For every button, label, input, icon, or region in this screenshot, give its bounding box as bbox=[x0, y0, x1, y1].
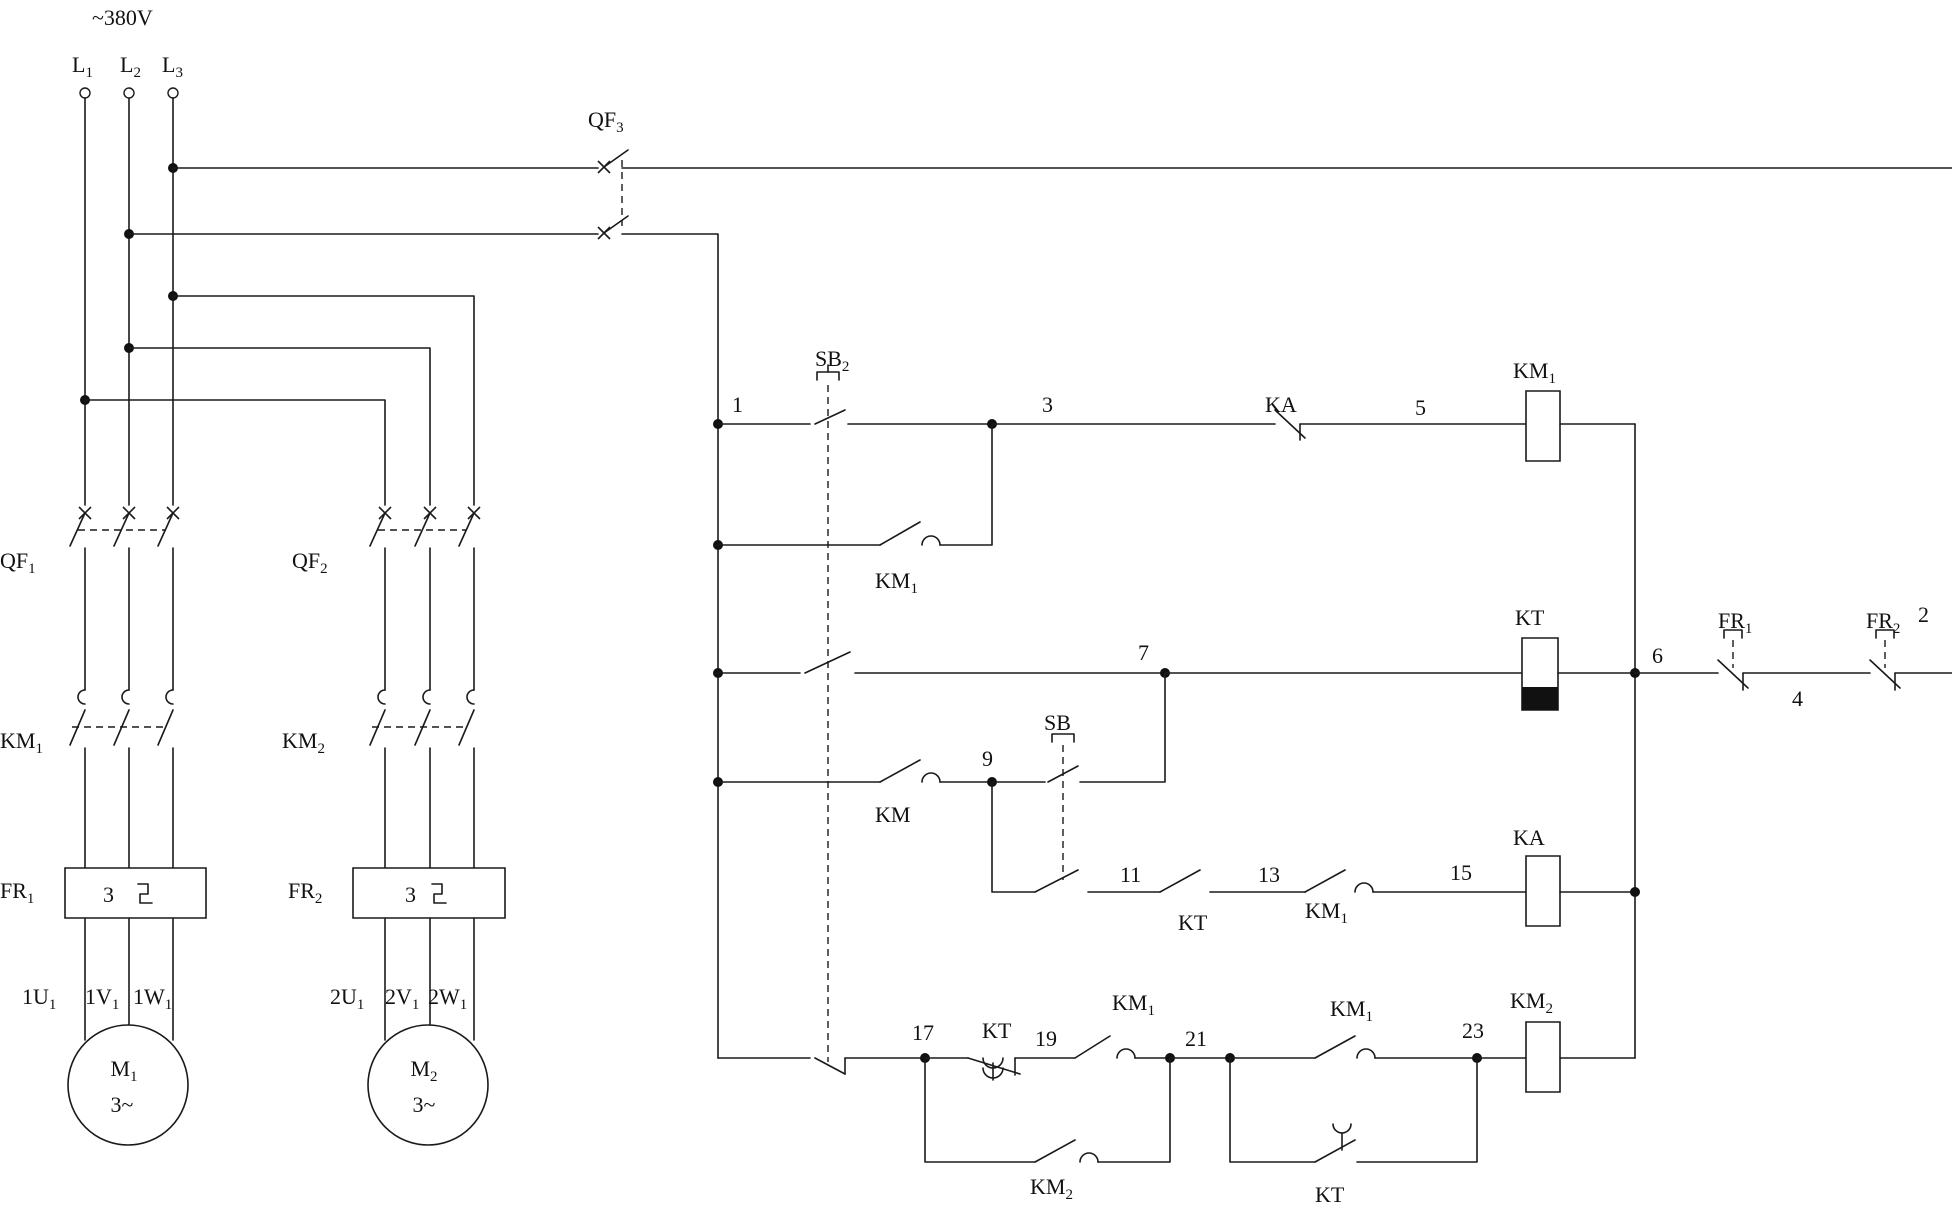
km2-contact bbox=[1035, 1140, 1075, 1162]
node-4: 4 bbox=[1792, 686, 1803, 711]
km1-coil bbox=[1526, 391, 1560, 461]
node-1: 1 bbox=[732, 392, 743, 417]
km-contact-label: KM bbox=[875, 802, 910, 827]
sb2-contact bbox=[815, 410, 845, 424]
qf2-breaker bbox=[370, 507, 480, 690]
fr1-thermal-relay: 3 bbox=[65, 868, 206, 1040]
l2-label: L2 bbox=[120, 52, 141, 81]
node-2: 2 bbox=[1918, 602, 1929, 627]
m2-term-v: 2V1 bbox=[385, 984, 419, 1013]
kt-contact-bottom-label: KT bbox=[1315, 1182, 1345, 1205]
kt-contact-bottom bbox=[1315, 1140, 1355, 1162]
qf3-breaker: QF3 bbox=[588, 107, 1952, 424]
node-17: 17 bbox=[912, 1020, 934, 1045]
m1-phase: 3~ bbox=[111, 1092, 134, 1117]
node-3: 3 bbox=[1042, 392, 1053, 417]
fr2-contact-label: FR2 bbox=[1866, 608, 1900, 637]
km2-main-contacts bbox=[370, 690, 474, 868]
fr2-thermal-relay: 3 bbox=[353, 868, 505, 1040]
km1-hold-contact bbox=[880, 522, 920, 545]
m2-phase: 3~ bbox=[413, 1092, 436, 1117]
fr1-contact-label: FR1 bbox=[1718, 608, 1752, 637]
km1-contact-row6a-label: KM1 bbox=[1112, 990, 1155, 1019]
motor-m1 bbox=[68, 1025, 188, 1145]
power-circuit: ~380V L1 L2 L3 bbox=[0, 5, 598, 1145]
qf3-label: QF3 bbox=[588, 107, 624, 136]
motor-m2 bbox=[368, 1025, 488, 1145]
m1-label: M1 bbox=[110, 1056, 137, 1085]
kt-contact-row5 bbox=[1160, 870, 1200, 892]
m2-feed-l3 bbox=[173, 296, 474, 505]
node-9: 9 bbox=[982, 746, 993, 771]
km1-main-label: KM1 bbox=[0, 728, 43, 757]
ka-coil bbox=[1526, 856, 1560, 926]
node-13: 13 bbox=[1258, 862, 1280, 887]
km-contact bbox=[880, 760, 920, 782]
sb-label: SB bbox=[1044, 710, 1071, 735]
l2-terminal bbox=[124, 88, 134, 98]
node-23: 23 bbox=[1462, 1018, 1484, 1043]
qf1-label: QF1 bbox=[0, 548, 36, 577]
control-hot-feed bbox=[622, 234, 718, 424]
m2-label: M2 bbox=[410, 1056, 437, 1085]
km1-contact-row5-label: KM1 bbox=[1305, 898, 1348, 927]
m1-term-v: 1V1 bbox=[85, 984, 119, 1013]
km1-hold-label: KM1 bbox=[875, 568, 918, 597]
node-21: 21 bbox=[1185, 1026, 1207, 1051]
sb2-button-cap bbox=[817, 372, 839, 380]
supply-voltage-label: ~380V bbox=[92, 5, 153, 30]
km1-coil-label: KM1 bbox=[1513, 358, 1556, 387]
km1-main-contacts bbox=[70, 690, 173, 868]
l1-terminal bbox=[80, 88, 90, 98]
kt-contact-row5-label: KT bbox=[1178, 910, 1208, 935]
kt-contact-row6-label: KT bbox=[982, 1018, 1012, 1043]
kt-contact-row6 bbox=[968, 1058, 1020, 1074]
m2-feed-l2 bbox=[129, 348, 430, 505]
qf1-breaker bbox=[70, 507, 179, 690]
node-5: 5 bbox=[1415, 395, 1426, 420]
node-11: 11 bbox=[1120, 862, 1141, 887]
control-circuit: 1 SB2 3 KA 5 KM1 KM1 7 KT bbox=[713, 346, 1952, 1205]
km2-coil-label: KM2 bbox=[1510, 988, 1553, 1017]
l3-label: L3 bbox=[162, 52, 183, 81]
km1-contact-row6a bbox=[1075, 1036, 1110, 1058]
km1-contact-row6b-label: KM1 bbox=[1330, 996, 1373, 1025]
km2-main-label: KM2 bbox=[282, 728, 325, 757]
fr1-main-label: FR1 bbox=[0, 878, 34, 907]
node-19: 19 bbox=[1035, 1026, 1057, 1051]
node-15: 15 bbox=[1450, 860, 1472, 885]
m2-feed-l1 bbox=[85, 400, 385, 505]
m2-term-w: 2W1 bbox=[428, 984, 467, 1013]
node-6: 6 bbox=[1652, 643, 1663, 668]
kt-coil-label: KT bbox=[1515, 605, 1545, 630]
ka-coil-label: KA bbox=[1513, 825, 1545, 850]
sb-button-cap bbox=[1052, 734, 1074, 742]
fr1-count: 3 bbox=[103, 882, 114, 907]
m1-term-w: 1W1 bbox=[133, 984, 172, 1013]
m1-term-u: 1U1 bbox=[22, 984, 56, 1013]
sb2-label: SB2 bbox=[815, 346, 849, 375]
l3-terminal bbox=[168, 88, 178, 98]
ka-contact-label: KA bbox=[1265, 392, 1297, 417]
m2-term-u: 2U1 bbox=[330, 984, 364, 1013]
km1-contact-row5 bbox=[1305, 870, 1345, 892]
km2-contact-label: KM2 bbox=[1030, 1174, 1073, 1203]
qf2-label: QF2 bbox=[292, 548, 328, 577]
fr2-main-label: FR2 bbox=[288, 878, 322, 907]
l1-label: L1 bbox=[72, 52, 93, 81]
km1-contact-row6b bbox=[1315, 1036, 1355, 1058]
node-7: 7 bbox=[1138, 640, 1149, 665]
km2-coil bbox=[1526, 1022, 1560, 1092]
fr2-count: 3 bbox=[405, 882, 416, 907]
